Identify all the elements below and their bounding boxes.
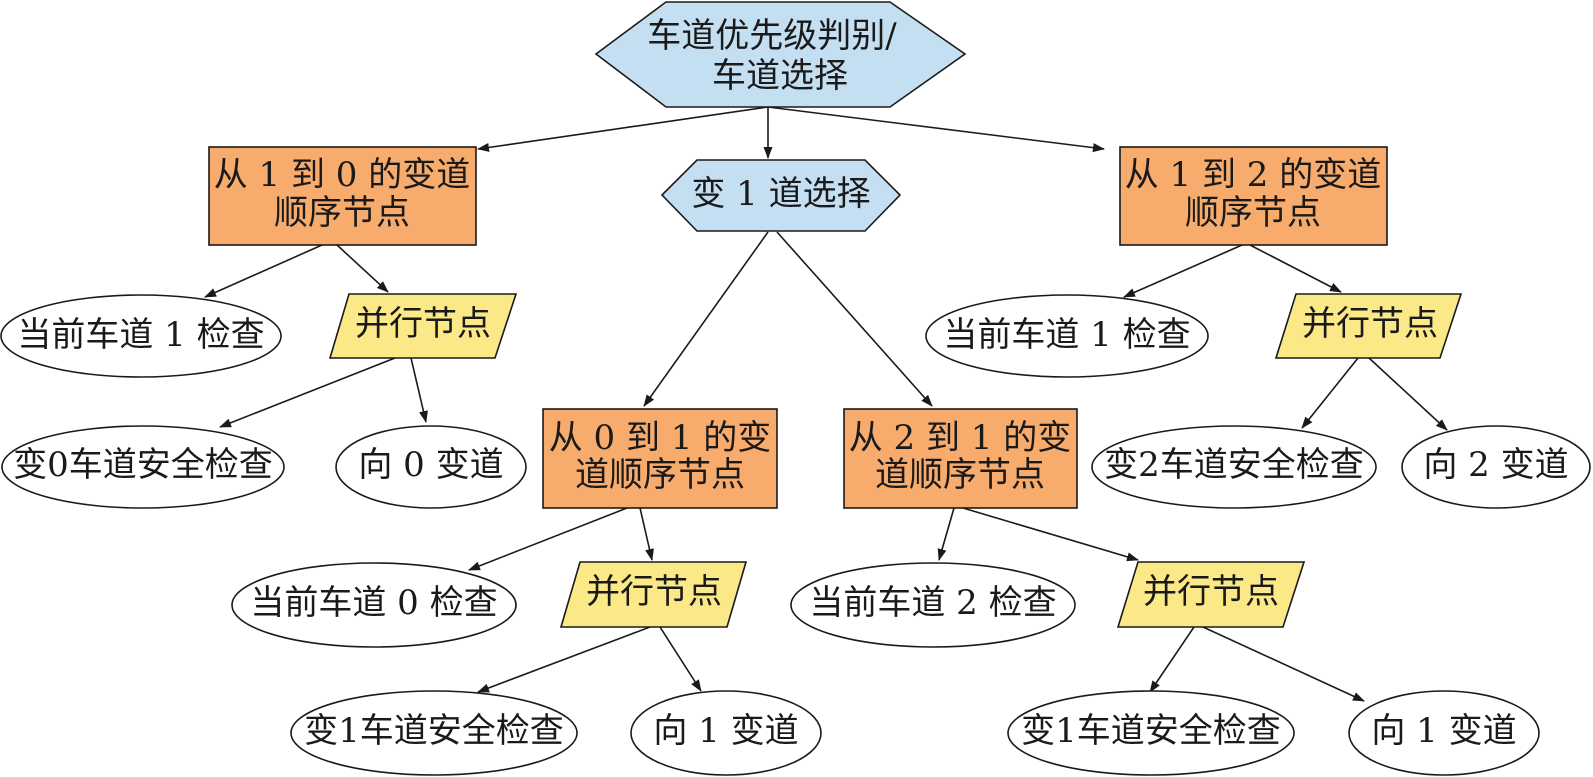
parallel-left-shape (328, 293, 518, 359)
edge-parallel-to-to-lane2 (1368, 357, 1448, 431)
edge-seq-1-2-to-parallel (1249, 244, 1342, 293)
to-lane1-b-label: 向 1 变道 (1371, 711, 1516, 751)
seq-0-to-1-node: 从 0 到 1 的变 道顺序节点 (542, 408, 778, 509)
to-lane0-node: 向 0 变道 (335, 425, 527, 509)
edge-seq-1-2-to-check-lane1 (1123, 244, 1243, 298)
check-lane2-label: 当前车道 2 检查 (809, 583, 1056, 623)
edge-parallel-to-to-lane1-a (659, 626, 702, 692)
to-lane0-label: 向 0 变道 (358, 445, 503, 485)
edge-seq-1-0-to-check-lane1 (204, 244, 323, 298)
parallel-left-label: 并行节点 (355, 304, 491, 344)
edge-root-to-seq-1-2 (767, 106, 1105, 153)
safe-lane1-b-label: 变1车道安全检查 (1021, 711, 1281, 751)
edges (204, 106, 1448, 702)
to-lane2-label: 向 2 变道 (1423, 445, 1568, 485)
parallel-mid-right-label: 并行节点 (1143, 572, 1279, 612)
safe-lane0-node: 变0车道安全检查 (1, 425, 285, 509)
safe-lane2-label: 变2车道安全检查 (1104, 445, 1364, 485)
root-selector-label-line1: 车道优先级判别/ (647, 16, 897, 56)
to-lane1-a-shape (630, 690, 822, 776)
parallel-right-node: 并行节点 (1274, 293, 1463, 359)
seq-2-to-1-label-line1: 从 2 到 1 的变 (849, 418, 1072, 458)
edge-seq-1-0-to-parallel (336, 244, 389, 293)
edge-sel-1-to-seq-0-1 (643, 231, 769, 407)
seq-0-to-1-label-line2: 道顺序节点 (575, 455, 745, 495)
sel-1-shape (660, 159, 902, 232)
parallel-mid-right-node: 并行节点 (1116, 561, 1306, 628)
seq-2-to-1-node: 从 2 到 1 的变 道顺序节点 (843, 408, 1078, 509)
check-lane0-shape (231, 562, 517, 648)
edge-seq-0-1-to-check-lane0 (468, 507, 628, 571)
check-lane2-node: 当前车道 2 检查 (790, 562, 1076, 648)
seq-2-to-1-shape (843, 408, 1078, 509)
to-lane1-a-label: 向 1 变道 (653, 711, 798, 751)
check-lane0-label: 当前车道 0 检查 (250, 583, 497, 623)
seq-1-to-0-label-line1: 从 1 到 0 的变道 (214, 155, 471, 195)
seq-1-to-0-shape (208, 146, 477, 246)
check-lane1-right-node: 当前车道 1 检查 (925, 294, 1209, 378)
seq-1-to-0-node: 从 1 到 0 的变道 顺序节点 (208, 146, 477, 246)
sel-1-label: 变 1 道选择 (691, 174, 870, 214)
check-lane2-shape (790, 562, 1076, 648)
safe-lane1-b-shape (1007, 690, 1295, 776)
to-lane1-a-node: 向 1 变道 (630, 690, 822, 776)
edge-parallel-to-safe-lane1-a (477, 626, 651, 693)
sel-1-node: 变 1 道选择 (660, 159, 902, 232)
seq-0-to-1-label-line1: 从 0 到 1 的变 (549, 418, 772, 458)
to-lane1-b-node: 向 1 变道 (1348, 690, 1540, 776)
edge-seq-2-1-to-check-lane2 (937, 507, 955, 561)
parallel-mid-left-shape (559, 561, 748, 628)
root-selector-shape (594, 1, 967, 108)
edge-seq-0-1-to-parallel (639, 507, 654, 561)
to-lane2-shape (1401, 425, 1591, 509)
to-lane1-b-shape (1348, 690, 1540, 776)
seq-1-to-2-label-line2: 顺序节点 (1185, 193, 1321, 233)
safe-lane0-label: 变0车道安全检查 (13, 445, 273, 485)
edge-root-to-seq-1-0 (477, 106, 769, 152)
parallel-right-shape (1274, 293, 1463, 359)
edge-seq-2-1-to-parallel (962, 507, 1139, 562)
root-selector-node: 车道优先级判别/ 车道选择 (594, 1, 967, 108)
check-lane1-left-label: 当前车道 1 检查 (17, 315, 264, 355)
seq-1-to-2-label-line1: 从 1 到 2 的变道 (1125, 155, 1382, 195)
parallel-mid-right-shape (1116, 561, 1306, 628)
safe-lane1-a-label: 变1车道安全检查 (304, 711, 564, 751)
seq-2-to-1-label-line2: 道顺序节点 (875, 455, 1045, 495)
check-lane1-left-node: 当前车道 1 检查 (0, 294, 282, 378)
safe-lane1-b-node: 变1车道安全检查 (1007, 690, 1295, 776)
check-lane1-right-shape (925, 294, 1209, 378)
check-lane1-left-shape (0, 294, 282, 378)
edge-parallel-to-to-lane0 (410, 357, 428, 423)
seq-1-to-2-node: 从 1 到 2 的变道 顺序节点 (1119, 146, 1388, 246)
parallel-left-node: 并行节点 (328, 293, 518, 359)
edge-parallel-to-to-lane1-b (1202, 626, 1365, 702)
root-selector-label-line2: 车道选择 (712, 56, 848, 96)
to-lane2-node: 向 2 变道 (1401, 425, 1591, 509)
seq-0-to-1-shape (542, 408, 778, 509)
safe-lane1-a-node: 变1车道安全检查 (290, 690, 578, 776)
seq-1-to-0-label-line2: 顺序节点 (274, 193, 410, 233)
edge-parallel-to-safe-lane2 (1301, 357, 1359, 429)
check-lane1-right-label: 当前车道 1 检查 (943, 315, 1190, 355)
to-lane0-shape (335, 425, 527, 509)
safe-lane1-a-shape (290, 690, 578, 776)
edge-parallel-to-safe-lane1-b (1149, 626, 1195, 693)
parallel-mid-left-node: 并行节点 (559, 561, 748, 628)
parallel-right-label: 并行节点 (1302, 304, 1438, 344)
safe-lane0-shape (1, 425, 285, 509)
edge-sel-1-to-seq-2-1 (776, 231, 933, 407)
safe-lane2-node: 变2车道安全检查 (1091, 425, 1377, 509)
check-lane0-node: 当前车道 0 检查 (231, 562, 517, 648)
parallel-mid-left-label: 并行节点 (586, 572, 722, 612)
edge-parallel-to-safe-lane0 (219, 357, 396, 428)
seq-1-to-2-shape (1119, 146, 1388, 246)
safe-lane2-shape (1091, 425, 1377, 509)
